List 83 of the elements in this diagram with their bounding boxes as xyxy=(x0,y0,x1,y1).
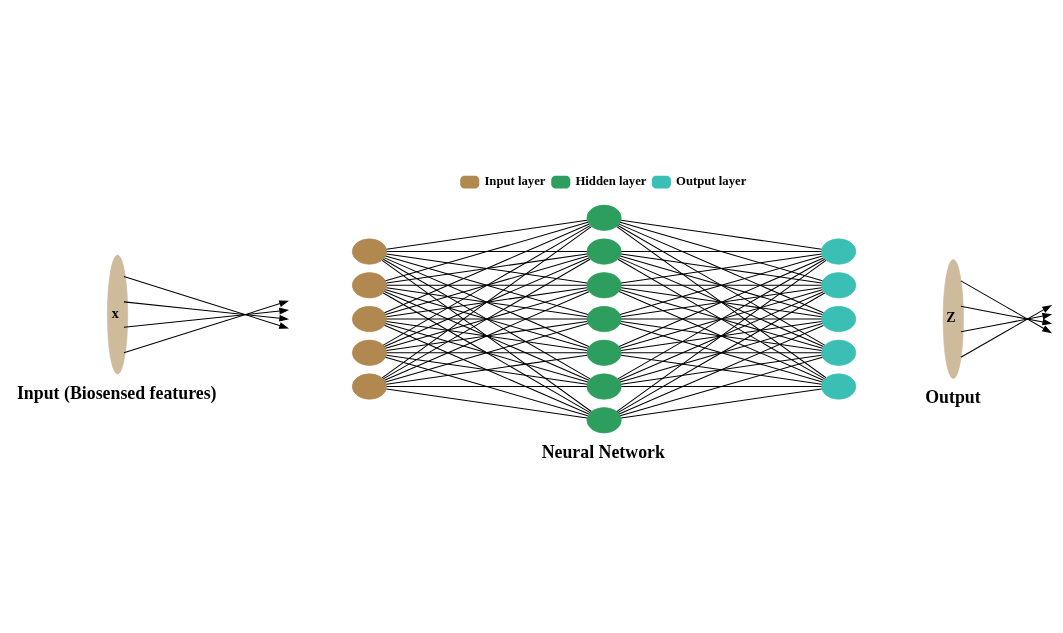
connector xyxy=(616,259,827,412)
arrow xyxy=(960,304,1052,358)
arrow xyxy=(123,299,289,353)
arrow xyxy=(960,279,1052,333)
connector xyxy=(620,284,822,286)
connector xyxy=(619,221,823,281)
label: Neural Network xyxy=(541,441,665,462)
node-circle xyxy=(586,373,622,400)
connector xyxy=(381,225,592,378)
connector xyxy=(616,225,827,378)
connector xyxy=(382,224,591,346)
connector xyxy=(620,219,823,250)
node-circle xyxy=(586,238,622,265)
connector xyxy=(386,286,588,317)
connector xyxy=(618,256,824,347)
connector xyxy=(620,387,823,418)
connector xyxy=(386,354,588,385)
connector xyxy=(618,324,824,415)
node-label: Input (Biosensed features) xyxy=(16,382,217,403)
node-circle xyxy=(351,238,387,265)
node-circle xyxy=(821,271,857,298)
arrow xyxy=(960,305,1053,325)
node-circle xyxy=(351,305,387,332)
connector xyxy=(384,290,590,381)
connector xyxy=(386,385,588,387)
node-circle xyxy=(586,271,622,298)
arrow xyxy=(123,307,290,328)
connector xyxy=(620,320,823,351)
legend-label: Input layer xyxy=(484,173,546,188)
connector xyxy=(385,255,589,315)
arrow xyxy=(960,312,1053,332)
connector xyxy=(386,320,588,351)
connector xyxy=(618,223,824,313)
node-circle xyxy=(821,339,857,366)
connector xyxy=(386,387,588,418)
connector xyxy=(620,318,822,320)
connector xyxy=(620,252,823,283)
connector xyxy=(617,292,826,413)
connector xyxy=(385,288,589,349)
node-circle xyxy=(586,305,622,332)
arrow xyxy=(123,275,289,329)
node-label: Output xyxy=(925,386,981,407)
node-circle xyxy=(821,238,857,265)
connector xyxy=(384,256,590,347)
connector xyxy=(619,288,823,349)
connector xyxy=(617,258,826,379)
connector xyxy=(384,324,590,414)
connector xyxy=(620,354,823,385)
connector xyxy=(386,250,588,252)
connector xyxy=(620,250,822,252)
connector xyxy=(382,291,591,413)
node-circle xyxy=(351,373,387,400)
connector xyxy=(382,258,591,379)
connector xyxy=(620,286,823,317)
node-circle xyxy=(586,204,622,231)
connector xyxy=(381,259,592,412)
connector xyxy=(385,356,589,416)
node-circle xyxy=(821,373,857,400)
connector xyxy=(386,351,588,353)
connector xyxy=(386,252,588,283)
node-circle xyxy=(586,339,622,366)
connector xyxy=(386,219,588,250)
connector xyxy=(619,322,823,383)
node-circle xyxy=(821,305,857,332)
node-ellipse: Z xyxy=(942,258,964,379)
connector xyxy=(618,290,824,381)
connector xyxy=(619,356,823,416)
connector xyxy=(620,351,822,353)
connector xyxy=(619,255,823,315)
connector xyxy=(386,284,588,286)
arrow xyxy=(123,300,290,322)
connector xyxy=(385,322,589,383)
legend-label: Hidden layer xyxy=(575,173,647,188)
connector xyxy=(617,224,826,346)
connector xyxy=(620,385,822,387)
node-circle xyxy=(586,406,622,433)
node-ellipse: x xyxy=(107,254,129,374)
node-circle xyxy=(351,271,387,298)
connector xyxy=(385,221,589,281)
legend-label: Output layer xyxy=(676,173,747,188)
node-circle xyxy=(351,339,387,366)
connector xyxy=(384,223,590,313)
connector xyxy=(386,318,588,320)
